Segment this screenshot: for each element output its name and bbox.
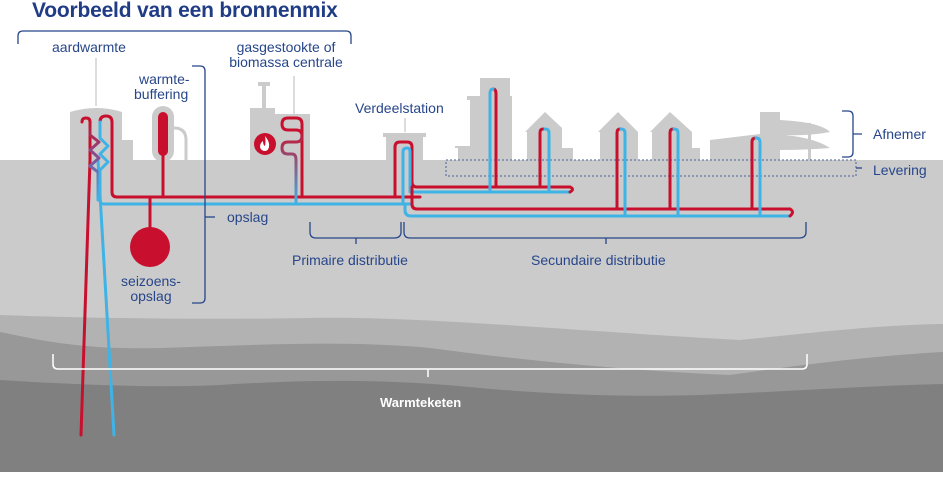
geothermal-exchanger-c	[98, 120, 412, 206]
water-slide	[780, 120, 830, 150]
opslag-bracket	[192, 65, 206, 304]
house1-riser-hot	[538, 127, 545, 189]
house2-riser-hot	[615, 127, 622, 211]
secondary-distribution-label: Secundaire distributie	[531, 252, 666, 268]
primary-loop-end	[568, 185, 574, 194]
levering-label: Levering	[873, 162, 927, 178]
secondary-cold-main	[403, 202, 792, 218]
afnemer-label: Afnemer	[873, 126, 926, 142]
house3-riser-hot	[668, 127, 675, 211]
station-loop-cold	[401, 146, 572, 206]
buffer-label-line1: warmte-	[139, 71, 190, 87]
warmteketen-label: Warmteketen	[380, 395, 462, 410]
station-loop-hot	[393, 140, 572, 199]
gas-plant-label-line2: biomassa centrale	[229, 54, 343, 70]
geothermal-exchanger-a	[88, 120, 101, 202]
primaire-bracket	[309, 222, 402, 244]
secondary-hot-main	[410, 185, 792, 211]
utility-riser-cold	[754, 136, 762, 218]
geothermal-exchanger-b	[98, 114, 422, 199]
aardwarmte-label: aardwarmte	[52, 39, 126, 55]
afnemer-bracket	[842, 110, 862, 158]
apartment-riser-cold	[488, 87, 495, 194]
house3-riser-cold	[672, 127, 680, 218]
page-title: Voorbeeld van een bronnenmix	[32, 0, 338, 22]
primary-distribution-label: Primaire distributie	[292, 252, 408, 268]
geothermal-well-cold	[96, 158, 116, 437]
apartment-building	[455, 78, 512, 160]
gas-plant-coil-hot	[280, 116, 304, 199]
buffer-vessel	[158, 112, 168, 156]
secundaire-bracket	[403, 222, 807, 244]
buffer-label-line2: buffering	[134, 86, 189, 102]
secondary-main-end	[788, 207, 794, 218]
utility-building	[710, 112, 780, 160]
warmteketen-bracket	[52, 354, 808, 377]
gas-plant-label-line1: gasgestookte of	[236, 39, 336, 55]
house1-riser-cold	[543, 127, 551, 194]
gas-plant-coil-mid	[280, 128, 304, 206]
verdeelstation-label: Verdeelstation	[355, 100, 444, 116]
ground-layer-4	[0, 380, 943, 472]
bronnenmix-bracket	[17, 30, 352, 44]
house-3	[650, 112, 700, 160]
seasonal-storage-label-line2: opslag	[130, 288, 172, 304]
opslag-label: opslag	[227, 209, 269, 225]
house2-riser-cold	[619, 127, 627, 218]
seasonal-storage-tank	[130, 227, 170, 267]
seasonal-storage-label-line1: seizoens-	[121, 273, 181, 289]
flame-icon	[254, 133, 276, 155]
